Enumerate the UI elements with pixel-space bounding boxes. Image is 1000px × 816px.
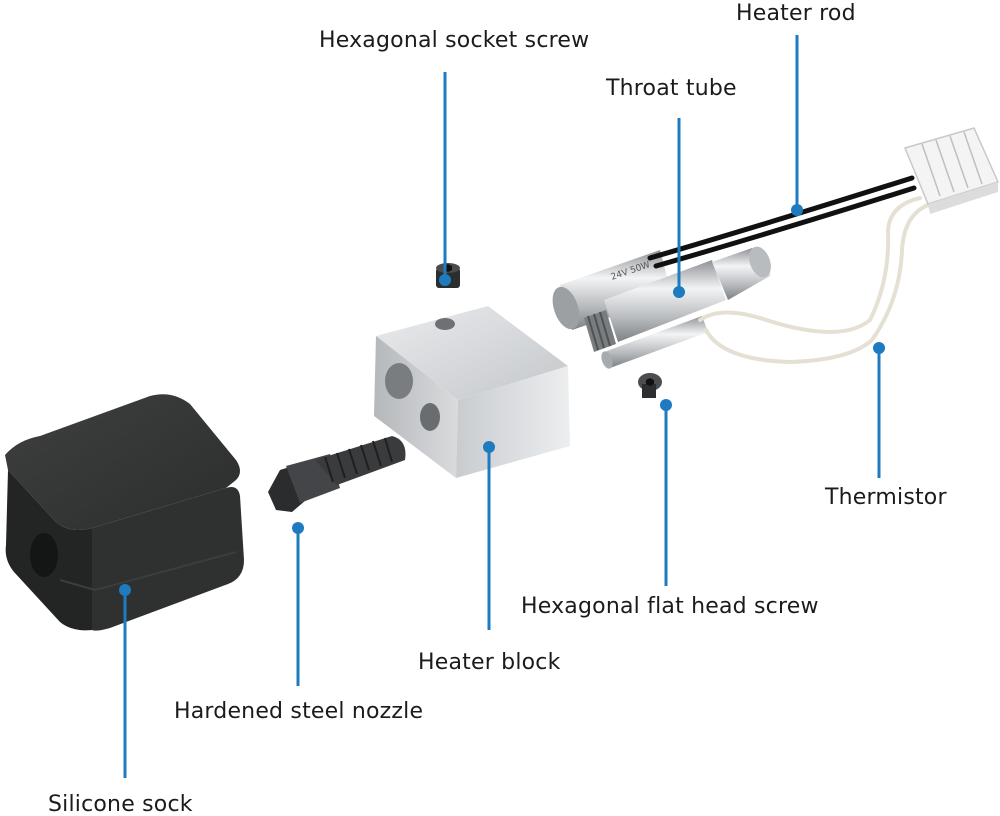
hex-flat-head-screw-part [638,373,662,398]
label-silicone-sock: Silicone sock [48,792,193,816]
label-hex-flat-head-screw: Hexagonal flat head screw [521,594,819,619]
thermistor-wires [698,196,930,365]
callout-lines [123,35,881,778]
silicone-sock-part [5,394,244,631]
heater-rod-part: 24V 50W [552,250,672,330]
wire-connector-part [903,127,1000,214]
heater-rod-wires [647,175,917,269]
label-heater-block: Heater block [418,650,561,675]
thermistor-probe-part [601,316,708,369]
hardened-steel-nozzle-part [268,436,406,512]
throat-tube-part [584,246,771,352]
label-hardened-steel-nozzle: Hardened steel nozzle [174,699,424,724]
callout-dots [119,204,885,596]
label-hex-socket-screw: Hexagonal socket screw [319,28,590,53]
label-heater-rod: Heater rod [736,1,856,26]
label-throat-tube: Throat tube [606,76,737,101]
label-thermistor: Thermistor [825,485,947,510]
